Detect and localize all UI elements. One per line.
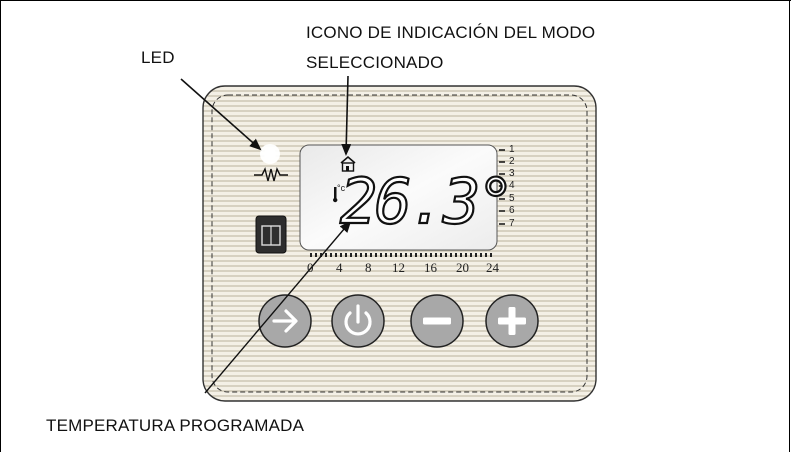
minus-button[interactable] bbox=[410, 294, 464, 348]
frame-top-border bbox=[0, 0, 791, 1]
programmed-temperature-label: TEMPERATURA PROGRAMADA bbox=[46, 416, 305, 435]
hour-scale-label: 8 bbox=[365, 260, 372, 275]
frame-right-border bbox=[789, 0, 790, 452]
program-level-label: 2 bbox=[509, 156, 515, 167]
program-level-label: 1 bbox=[509, 144, 515, 155]
enter-button[interactable] bbox=[258, 294, 312, 348]
mode-icon-label-line2: SELECCIONADO bbox=[306, 53, 444, 72]
lcd-temperature-readout: 26.3° bbox=[339, 165, 516, 238]
programmed-temp-leader-arrow bbox=[204, 220, 352, 394]
lcd-unit-indicator: °c bbox=[337, 183, 346, 193]
program-level-label: 7 bbox=[509, 218, 515, 229]
program-level-label: 4 bbox=[509, 180, 515, 191]
program-level-ticks bbox=[499, 149, 505, 225]
brand-badge bbox=[255, 215, 287, 254]
led-indicator bbox=[254, 144, 288, 182]
plus-icon bbox=[498, 307, 526, 335]
hour-scale-label: 12 bbox=[392, 260, 405, 275]
mode-icon-leader-arrow bbox=[341, 75, 352, 156]
minus-icon bbox=[423, 317, 451, 325]
hour-scale-label: 20 bbox=[456, 260, 469, 275]
program-level-label: 3 bbox=[509, 168, 515, 179]
power-icon bbox=[344, 304, 372, 336]
mode-icon-label-line1: ICONO DE INDICACIÓN DEL MODO bbox=[306, 23, 596, 42]
hour-scale-label: 4 bbox=[336, 260, 343, 275]
plus-button[interactable] bbox=[485, 294, 539, 348]
led-leader-arrow bbox=[180, 78, 262, 151]
frame-left-border bbox=[0, 0, 1, 452]
program-timeline bbox=[310, 253, 492, 257]
hour-scale-label: 16 bbox=[424, 260, 437, 275]
led-label: LED bbox=[141, 48, 175, 67]
arrow-right-icon bbox=[272, 309, 298, 333]
house-icon bbox=[340, 155, 356, 172]
program-level-label: 6 bbox=[509, 205, 515, 216]
program-level-label: 5 bbox=[509, 193, 515, 204]
power-button[interactable] bbox=[331, 294, 385, 348]
hour-scale-label: 24 bbox=[486, 260, 499, 275]
thermometer-icon bbox=[333, 187, 338, 203]
hour-scale-label: 0 bbox=[307, 260, 314, 275]
